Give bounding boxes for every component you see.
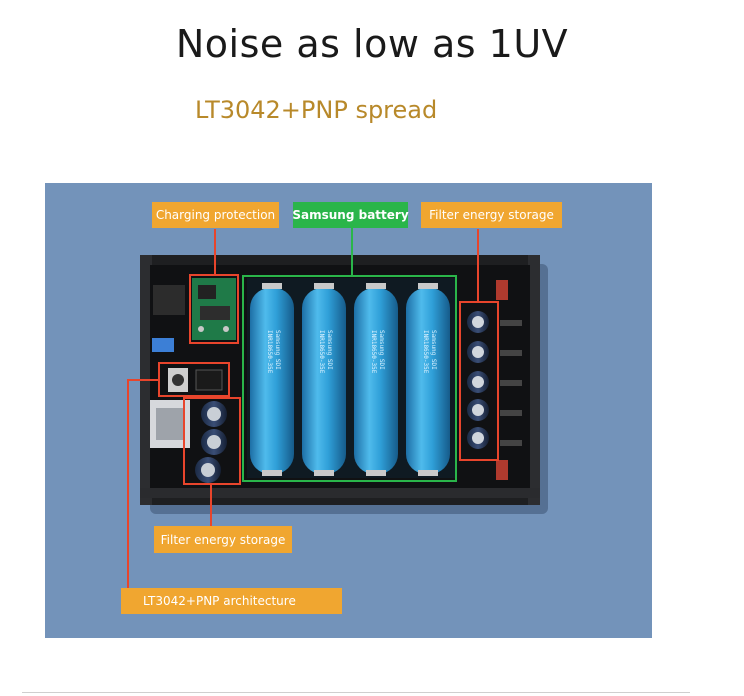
charging-pad <box>198 326 204 332</box>
svg-text:Samsung SDI: Samsung SDI <box>378 330 385 370</box>
charging-pad <box>223 326 229 332</box>
svg-text:Samsung SDI: Samsung SDI <box>274 330 281 370</box>
right-capacitors <box>467 311 489 449</box>
lt3042-leader-line <box>127 379 159 588</box>
battery-cell-1 <box>250 288 294 474</box>
indicator-led <box>152 338 174 352</box>
samsung-battery-label: Samsung battery <box>292 202 409 228</box>
samsung-battery-callout-box <box>242 275 457 482</box>
svg-text:Samsung SDI: Samsung SDI <box>430 330 437 370</box>
page-subtitle: LT3042+PNP spread <box>195 96 438 124</box>
svg-text:INR18650-35E: INR18650-35E <box>266 330 273 374</box>
battery-cell-3 <box>354 288 398 474</box>
svg-text:Samsung SDI: Samsung SDI <box>326 330 333 370</box>
enclosure-right-wall <box>528 255 540 505</box>
battery-printed-text: INR18650-35E Samsung SDI INR18650-35E Sa… <box>266 330 437 374</box>
dc-jack <box>153 285 185 315</box>
svg-text:INR18650-35E: INR18650-35E <box>318 330 325 374</box>
battery-cell-2 <box>302 288 346 474</box>
charging-protection-label: Charging protection <box>152 202 279 228</box>
enclosure-rail <box>140 488 540 498</box>
svg-text:INR18650-35E: INR18650-35E <box>422 330 429 374</box>
filter-energy-storage-top-label: Filter energy storage <box>421 202 562 228</box>
bottom-divider <box>22 692 690 693</box>
lt3042-architecture-label: LT3042+PNP architecture <box>121 588 342 614</box>
battery-cell-4 <box>406 288 450 474</box>
regulator-hole-icon <box>172 374 184 386</box>
regulator-ic <box>195 369 223 391</box>
battery-pack <box>247 278 455 478</box>
filter-energy-storage-bottom-label: Filter energy storage <box>154 526 292 553</box>
page-title: Noise as low as 1UV <box>175 22 569 66</box>
charging-inductor <box>200 306 230 320</box>
output-terminals <box>496 280 522 480</box>
left-capacitors <box>195 401 227 483</box>
usb-port-inner <box>156 408 184 440</box>
charging-ic <box>198 285 216 299</box>
svg-text:INR18650-35E: INR18650-35E <box>370 330 377 374</box>
